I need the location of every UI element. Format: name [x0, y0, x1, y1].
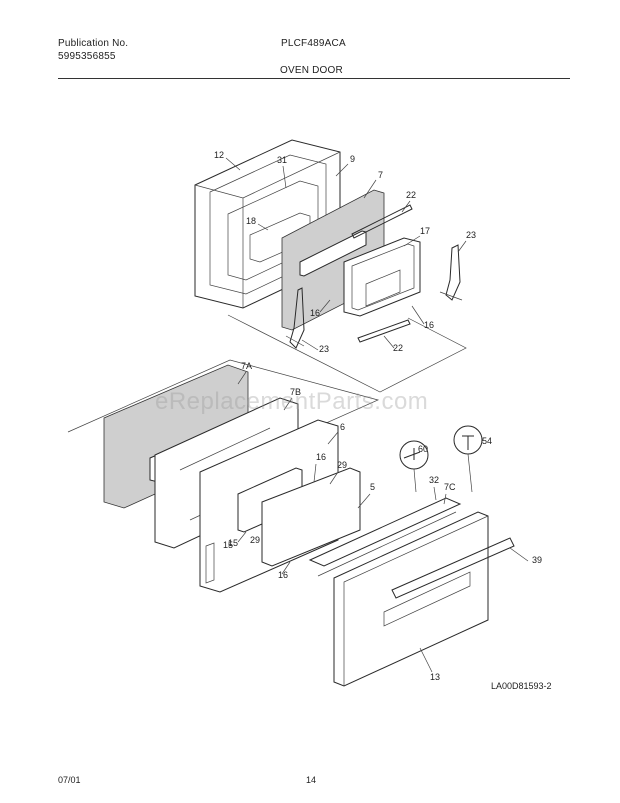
part-outer-door-13	[333, 511, 515, 687]
part-glass-pack-17	[343, 237, 421, 317]
callout-5: 5	[370, 482, 375, 492]
footer-date: 07/01	[58, 775, 81, 785]
diagram-reference-code: LA00D81593-2	[491, 681, 552, 691]
callout-39: 39	[532, 555, 542, 565]
part-window-16-lower	[261, 467, 361, 567]
part-screw-54	[453, 425, 483, 493]
callout-29-upper: 29	[337, 460, 347, 470]
callout-15-left: 15	[223, 540, 233, 550]
callout-32: 32	[429, 475, 439, 485]
callout-7B: 7B	[290, 387, 301, 397]
callout-54: 54	[482, 436, 492, 446]
section-title: OVEN DOOR	[280, 65, 343, 76]
model-number: PLCF489ACA	[281, 38, 346, 49]
callout-60: 60	[418, 444, 428, 454]
callout-6: 6	[340, 422, 345, 432]
header-rule	[58, 78, 570, 79]
publication-number: 5995356855	[58, 51, 116, 62]
callout-7: 7	[378, 170, 383, 180]
callout-15-right: 15	[228, 538, 238, 548]
callout-22-upper: 22	[406, 190, 416, 200]
callout-31: 31	[277, 155, 287, 165]
part-hinge-right-23	[439, 244, 463, 301]
callout-17: 17	[420, 226, 430, 236]
callout-16-upper-right: 16	[424, 320, 434, 330]
part-hinge-left-23	[285, 287, 305, 349]
page-number: 14	[306, 775, 317, 785]
callout-16-window: 16	[278, 570, 288, 580]
callout-9: 9	[350, 154, 355, 164]
part-gasket-5	[308, 497, 462, 577]
upper-group-outline	[227, 314, 467, 393]
callout-12: 12	[214, 150, 224, 160]
callout-13: 13	[430, 672, 440, 682]
callout-7C: 7C	[444, 482, 456, 492]
callout-16-upper-left: 16	[310, 308, 320, 318]
callout-7A: 7A	[241, 361, 252, 371]
callout-23-right: 23	[466, 230, 476, 240]
part-channel-22	[351, 204, 413, 343]
leader-lines	[225, 157, 529, 673]
watermark: eReplacementParts.com	[155, 388, 429, 415]
callout-22-lower: 22	[393, 343, 403, 353]
callout-29-lower: 29	[250, 535, 260, 545]
part-screw-60	[399, 440, 429, 493]
publication-label: Publication No.	[58, 38, 129, 49]
callout-16-lower: 16	[316, 452, 326, 462]
callout-18: 18	[246, 216, 256, 226]
callout-23-left: 23	[319, 344, 329, 354]
